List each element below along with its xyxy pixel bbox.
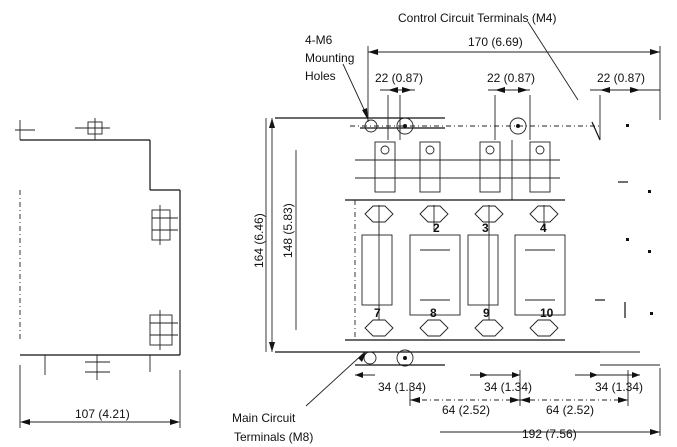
- dim-top-a: 22 (0.87): [375, 71, 423, 85]
- dimension-lines: [265, 46, 661, 436]
- mounting-hole-icon: [396, 117, 414, 135]
- dim-side-width: 107 (4.21): [75, 407, 130, 421]
- front-view: [275, 21, 660, 407]
- terminal-8: 8: [430, 306, 437, 320]
- terminal-9: 9: [483, 306, 490, 320]
- mounting-holes-label-2: Mounting: [305, 51, 354, 65]
- main-terminals-label-1: Main Circuit: [232, 411, 296, 425]
- mounting-hole-icon: [364, 119, 378, 133]
- side-view: [15, 118, 181, 428]
- dim-bot-b: 34 (1.34): [484, 380, 532, 394]
- terminal-3: 3: [482, 221, 489, 235]
- main-terminal-row-bottom: [364, 319, 559, 337]
- control-terminals-label: Control Circuit Terminals (M4): [398, 11, 556, 25]
- dim-top-b: 22 (0.87): [487, 71, 535, 85]
- terminal-4: 4: [540, 221, 547, 235]
- terminal-7: 7: [374, 306, 381, 320]
- main-terminal-row-top: [364, 205, 559, 230]
- mounting-hole-icon: [363, 351, 377, 365]
- dim-top-c: 22 (0.87): [597, 71, 645, 85]
- dim-bot-overall: 192 (7.56): [522, 427, 577, 441]
- dim-bot-e: 64 (2.52): [546, 403, 594, 417]
- mounting-hole-icon: [396, 349, 414, 367]
- mounting-holes-label-1: 4-M6: [305, 33, 333, 47]
- terminal-10: 10: [540, 306, 554, 320]
- mounting-holes-label-3: Holes: [305, 69, 336, 83]
- dim-bot-c: 34 (1.34): [595, 380, 643, 394]
- dim-bot-d: 64 (2.52): [442, 403, 490, 417]
- terminal-2: 2: [433, 221, 440, 235]
- dim-top-overall: 170 (6.69): [468, 35, 523, 49]
- main-terminals-label-2: Terminals (M8): [234, 430, 313, 444]
- annotations: Control Circuit Terminals (M4) 4-M6 Moun…: [75, 11, 645, 444]
- dim-bot-a: 34 (1.34): [378, 380, 426, 394]
- dim-height-inner: 148 (5.83): [281, 203, 295, 258]
- dim-height-outer: 164 (6.46): [252, 213, 266, 268]
